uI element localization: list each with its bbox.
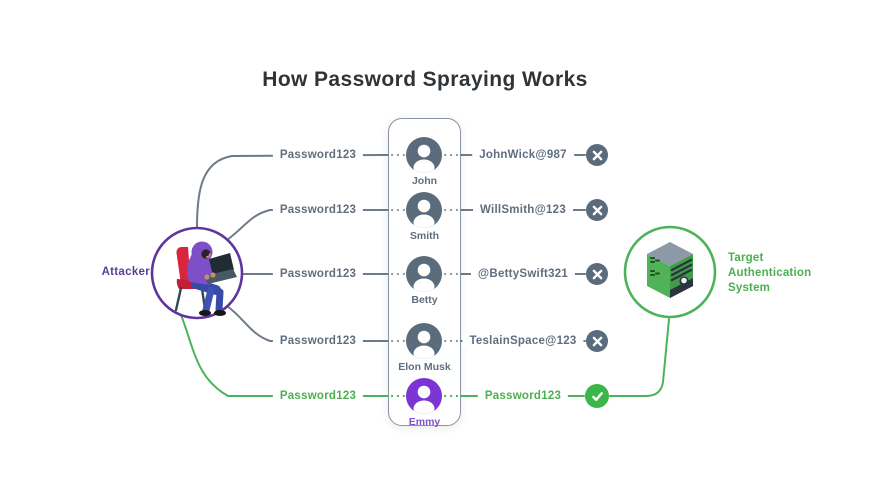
password-label: Password123 xyxy=(272,267,364,281)
attacker-label: Attacker xyxy=(101,266,150,278)
x-icon xyxy=(592,205,602,215)
hooded-hacker-icon xyxy=(174,241,237,316)
password-label: Password123 xyxy=(272,334,364,348)
username-label: TeslainSpace@123 xyxy=(462,334,584,348)
fail-badge xyxy=(586,330,608,352)
fail-badge xyxy=(586,199,608,221)
x-icon xyxy=(592,269,602,279)
username-label: Password123 xyxy=(477,389,569,403)
password-label: Password123 xyxy=(272,203,364,217)
target-figure xyxy=(623,225,717,319)
x-icon xyxy=(592,336,602,346)
page-title: How Password Spraying Works xyxy=(262,68,588,91)
fail-badge xyxy=(586,144,608,166)
password-label: Password123 xyxy=(272,148,364,162)
success-badge xyxy=(585,384,609,408)
check-icon xyxy=(591,391,603,401)
password-label: Password123 xyxy=(272,389,364,403)
users-box xyxy=(388,118,461,426)
username-label: JohnWick@987 xyxy=(472,148,574,162)
x-icon xyxy=(592,150,602,160)
server-icon xyxy=(647,242,693,298)
attacker-figure xyxy=(150,226,244,320)
username-label: WillSmith@123 xyxy=(473,203,573,217)
fail-badge xyxy=(586,263,608,285)
username-label: @BettySwift321 xyxy=(470,267,576,281)
target-label: Target Authentication System xyxy=(728,252,812,294)
